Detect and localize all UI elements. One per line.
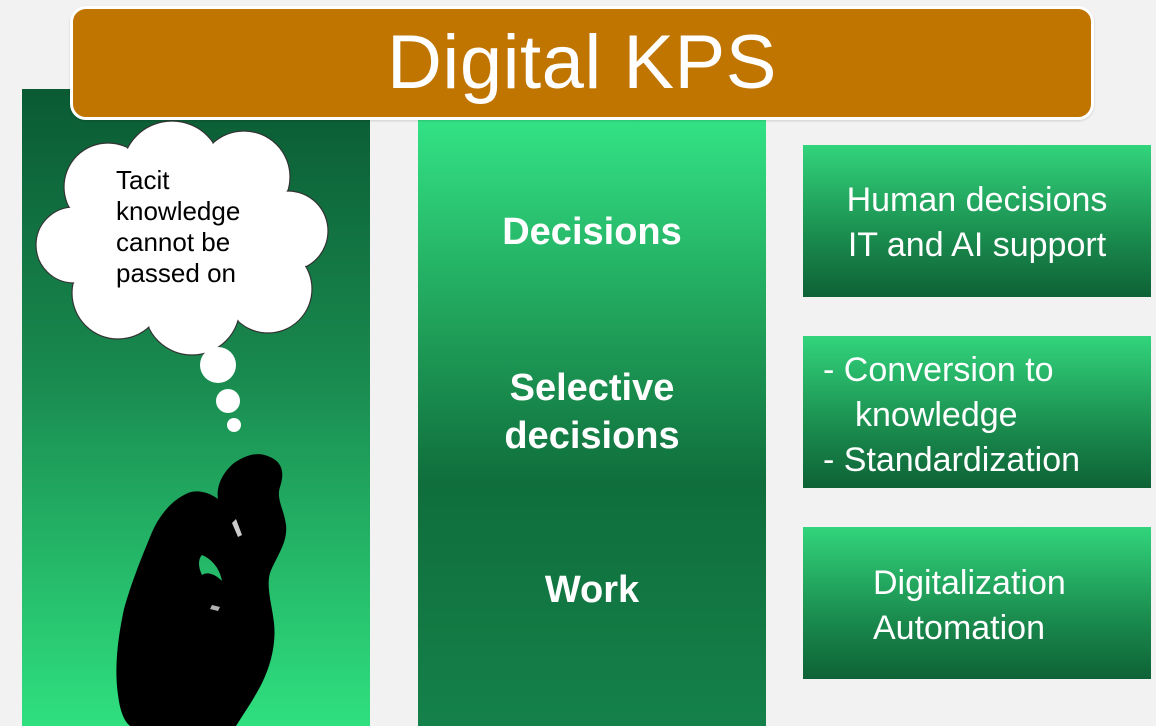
thought-dot-medium (216, 389, 240, 413)
level-work-label: Work (544, 569, 640, 611)
support-box-selective: - Conversion to knowledge - Standardizat… (803, 336, 1151, 488)
tacit-knowledge-panel: Tacit knowledge cannot be passed on (22, 89, 370, 726)
thought-dot-small (227, 418, 241, 432)
thinker-illustration (35, 120, 329, 726)
support-box-work-line-2: Automation (873, 609, 1045, 647)
decision-levels-column: Decisions Selective decisions Work (418, 120, 766, 726)
thought-line-2: knowledge (116, 196, 241, 226)
thought-dot-large (200, 347, 236, 383)
thought-line-1: Tacit (116, 165, 170, 195)
thinker-silhouette-icon (116, 454, 287, 726)
thought-line-4: passed on (116, 258, 236, 288)
support-box-decisions: Human decisions IT and AI support (803, 145, 1151, 297)
support-box-selective-line-1: - Conversion to (823, 351, 1054, 389)
thought-bubble-text: Tacit knowledge cannot be passed on (116, 165, 296, 289)
level-selective-line-1: Selective (509, 367, 675, 409)
support-box-selective-line-2: knowledge (855, 396, 1018, 434)
support-box-decisions-line-1: Human decisions (846, 181, 1108, 219)
level-selective-line-2: decisions (504, 415, 680, 457)
support-box-decisions-line-2: IT and AI support (847, 226, 1107, 264)
level-decisions-label: Decisions (502, 211, 682, 253)
support-box-work: Digitalization Automation (803, 527, 1151, 679)
slide-title: Digital KPS (387, 20, 777, 105)
title-banner: Digital KPS (70, 6, 1094, 120)
thought-line-3: cannot be (116, 227, 231, 257)
support-box-selective-line-3: - Standardization (823, 441, 1081, 479)
support-box-work-line-1: Digitalization (873, 564, 1066, 602)
level-decisions: Decisions (418, 208, 766, 256)
level-work: Work (418, 566, 766, 614)
level-selective-decisions: Selective decisions (418, 364, 766, 460)
